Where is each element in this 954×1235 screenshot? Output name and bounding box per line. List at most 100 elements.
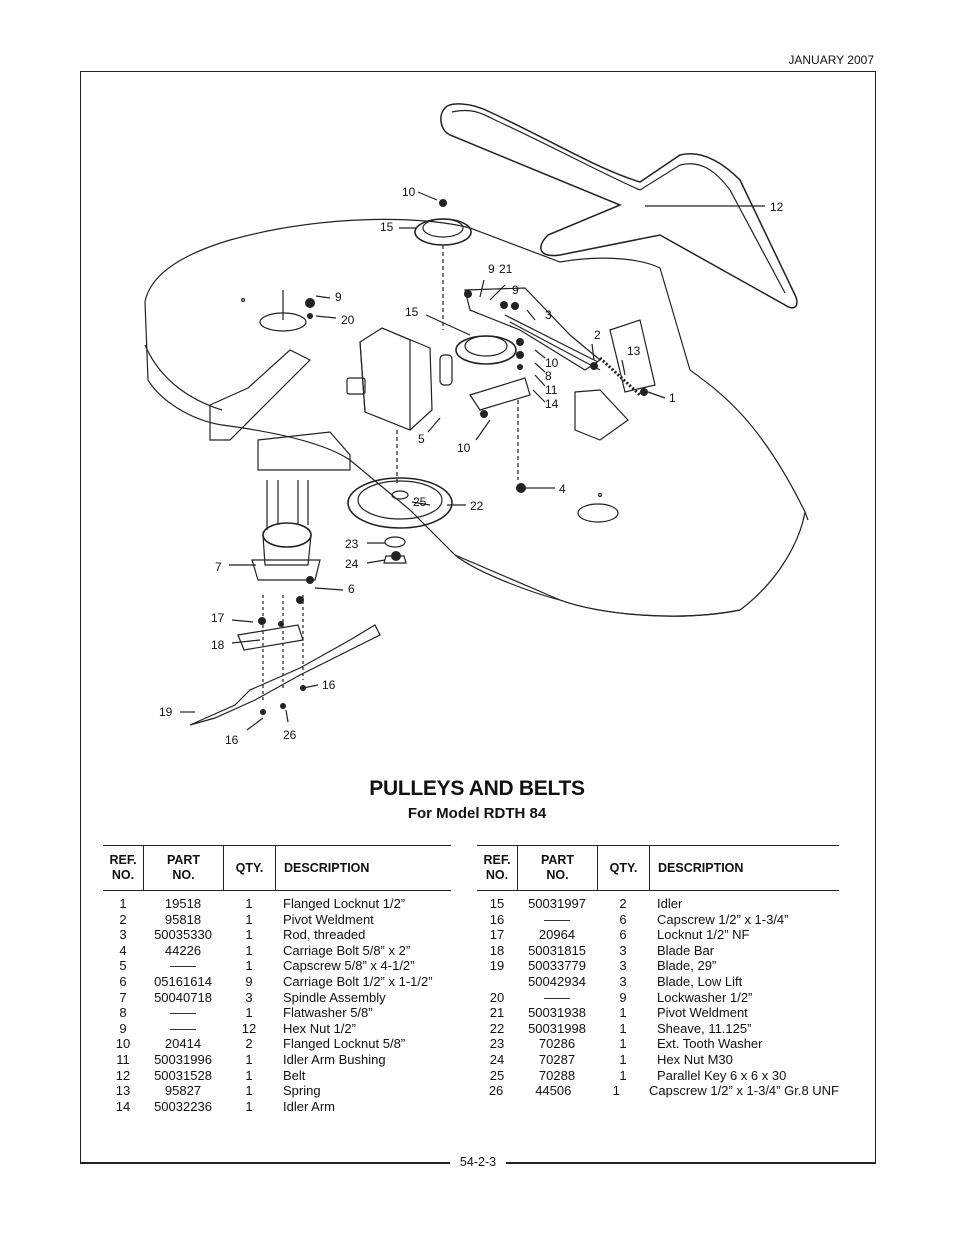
- page-title: PULLEYS AND BELTS: [369, 777, 585, 800]
- ref-cell: 7: [119, 989, 127, 1005]
- callout-11: 11: [545, 383, 558, 397]
- quantity-cell: 1: [245, 1005, 253, 1021]
- part-number-cell: 44506: [535, 1083, 572, 1099]
- header-qty: QTY.: [597, 846, 649, 890]
- ref-cell: 26: [488, 1083, 504, 1099]
- quantity-cell: 2: [619, 896, 627, 911]
- description-cell: Hex Nut M30: [657, 1051, 733, 1067]
- quantity-cell: 1: [245, 1083, 253, 1099]
- callout-2: 2: [594, 328, 601, 342]
- part-number-cell: 50033779: [528, 958, 586, 974]
- callout-16a: 16: [322, 678, 336, 692]
- callout-25: 25: [413, 495, 427, 509]
- part-number-cell: 50035330: [154, 927, 212, 943]
- ref-cell: 4: [119, 942, 127, 958]
- part-number-cell: 50031996: [154, 1051, 212, 1067]
- callout-20: 20: [341, 313, 355, 327]
- description-cell: Blade, 29”: [657, 958, 717, 974]
- description-cell: Lockwasher 1/2”: [657, 989, 753, 1005]
- header-ref: REF. NO.: [103, 846, 143, 890]
- description-cell: Idler Arm Bushing: [283, 1051, 386, 1067]
- callout-15-top: 15: [380, 220, 394, 234]
- ref-cell: 11: [116, 1051, 130, 1067]
- part-number-cell: 70288: [538, 1067, 576, 1083]
- callout-9-left: 9: [335, 290, 342, 304]
- table-row: 17 20964 6 Locknut 1/2” NF: [477, 927, 839, 943]
- quantity-cell: 1: [619, 1005, 627, 1021]
- header-qty-label: QTY.: [235, 860, 264, 875]
- description-cell: Pivot Weldment: [657, 1005, 748, 1021]
- mower-deck-drawing: [144, 103, 809, 731]
- quantity-cell: 1: [245, 927, 253, 943]
- table-row: 15 50031997 2 Idler: [477, 896, 839, 912]
- description-cell: Locknut 1/2” NF: [657, 927, 750, 943]
- header-ref: REF. NO.: [477, 846, 517, 890]
- quantity-cell: 6: [619, 927, 627, 943]
- ref-cell: 17: [489, 927, 505, 943]
- ref-cell: 22: [489, 1020, 505, 1036]
- exploded-parts-diagram: 10 15 12 9 21 9 9 20 15 3 2 13 10 8 11 1…: [144, 103, 809, 747]
- callout-13: 13: [627, 344, 641, 358]
- description-cell: Sheave, 11.125”: [657, 1020, 752, 1036]
- header-part-label: PART NO.: [540, 853, 575, 882]
- description-cell: Spindle Assembly: [283, 989, 386, 1005]
- part-number-cell: ——: [170, 1005, 196, 1021]
- quantity-cell: 1: [245, 958, 253, 974]
- part-number-cell: 50042934: [528, 973, 586, 989]
- callout-16b: 16: [225, 733, 239, 747]
- ref-cell: 15: [489, 896, 505, 911]
- ref-cell: 25: [489, 1067, 505, 1083]
- part-number-cell: 20964: [538, 927, 576, 943]
- table-header: REF. NO. PART NO. QTY. DESCRIPTION: [477, 845, 839, 891]
- callout-9b: 9: [512, 283, 519, 297]
- table-row: 11 50031996 1 Idler Arm Bushing: [103, 1052, 451, 1068]
- description-cell: Flanged Locknut 1/2”: [283, 896, 406, 911]
- ref-cell: 23: [489, 1036, 505, 1052]
- hardware-small-parts: [258, 199, 648, 715]
- callout-1: 1: [669, 391, 676, 405]
- callout-4: 4: [559, 482, 566, 496]
- part-number-cell: 95827: [164, 1083, 202, 1099]
- quantity-cell: 1: [619, 1020, 627, 1036]
- header-ref-label: REF. NO.: [483, 853, 511, 882]
- ref-cell: 16: [489, 911, 505, 927]
- header-qty-label: QTY.: [609, 860, 638, 875]
- description-cell: Belt: [283, 1067, 306, 1083]
- part-number-cell: 70287: [538, 1051, 576, 1067]
- header-date: JANUARY 2007: [788, 53, 874, 67]
- header-desc-label: DESCRIPTION: [658, 860, 744, 875]
- description-cell: Capscrew 1/2” x 1-3/4”: [657, 911, 789, 927]
- parts-table-right: REF. NO. PART NO. QTY. DESCRIPTION 15 500…: [477, 845, 839, 1099]
- part-number-cell: ——: [544, 989, 570, 1005]
- part-number-cell: 70286: [538, 1036, 576, 1052]
- description-cell: Rod, threaded: [283, 927, 366, 943]
- callout-8: 8: [545, 369, 552, 383]
- header-part: PART NO.: [517, 846, 597, 890]
- description-cell: Idler: [657, 896, 683, 911]
- part-number-cell: ——: [170, 958, 196, 974]
- part-number-cell: ——: [170, 1020, 196, 1036]
- callout-19: 19: [159, 705, 173, 719]
- header-desc: DESCRIPTION: [275, 846, 451, 890]
- header-desc: DESCRIPTION: [649, 846, 839, 890]
- table-header: REF. NO. PART NO. QTY. DESCRIPTION: [103, 845, 451, 891]
- part-number-cell: 50031997: [528, 896, 586, 911]
- ref-cell: 20: [489, 989, 505, 1005]
- part-number-cell: 95818: [164, 911, 202, 927]
- quantity-cell: 1: [245, 1067, 253, 1083]
- callout-24: 24: [345, 557, 359, 571]
- quantity-cell: 1: [245, 1051, 253, 1067]
- ref-cell: 13: [115, 1083, 131, 1099]
- ref-cell: 2: [119, 911, 127, 927]
- quantity-cell: 3: [245, 989, 253, 1005]
